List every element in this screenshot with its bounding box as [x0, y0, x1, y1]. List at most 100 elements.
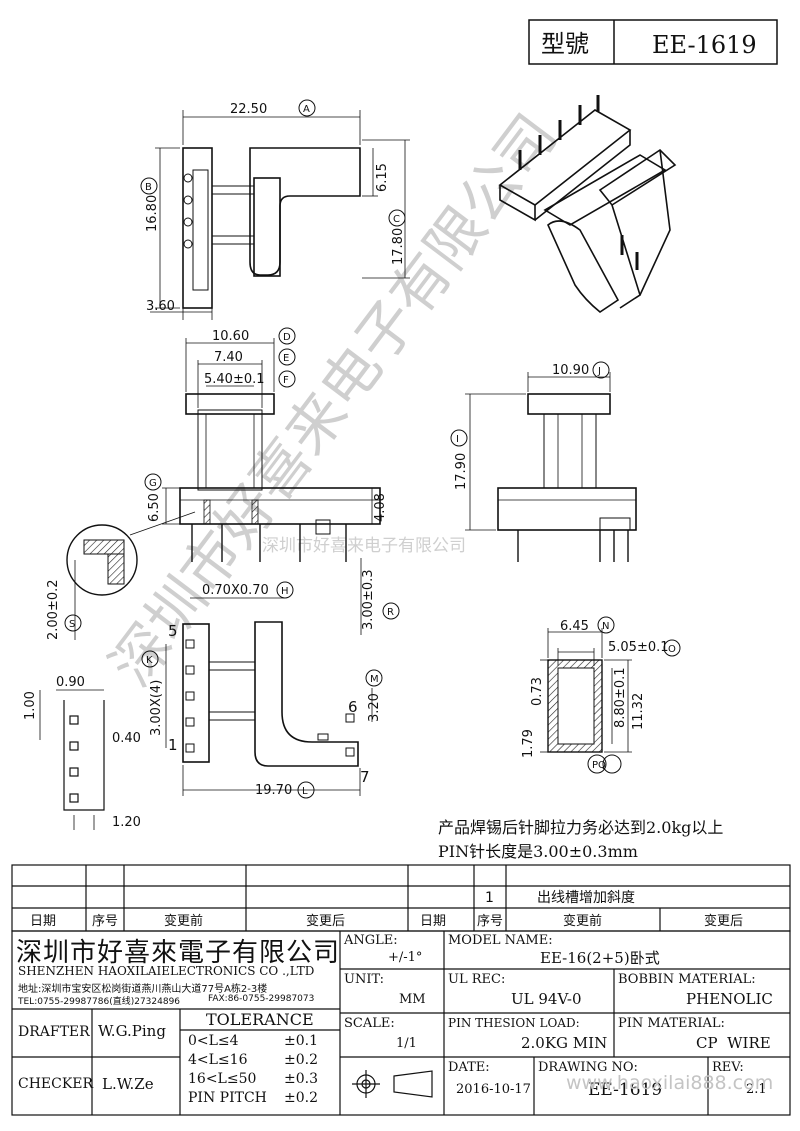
tag-r: R [387, 607, 394, 618]
rev-h-seq-2: 序号 [477, 914, 503, 929]
side-view-dims [465, 372, 611, 531]
company-name-en: SHENZHEN HAOXILAIELECTRONICS CO .,LTD [18, 964, 315, 978]
dim-6-50: 6.50 [147, 493, 162, 522]
ul-value: UL 94V-0 [511, 990, 582, 1008]
checker-value: L.W.Ze [102, 1075, 154, 1093]
unit-value: MM [399, 992, 426, 1007]
tag-k: K [146, 655, 153, 666]
dim-3-60: 3.60 [146, 299, 175, 314]
watermark-url: www.haoxilai888.com [566, 1072, 774, 1094]
tol-range-3: 16<L≤50 [188, 1071, 257, 1087]
front-view [179, 393, 381, 562]
rev-h-before: 变更前 [164, 913, 203, 929]
drafter-value: W.G.Ping [98, 1022, 166, 1040]
date-label: DATE: [448, 1060, 490, 1075]
revision-table [11, 864, 791, 932]
isometric-view [498, 95, 677, 313]
dim-pin-size: 0.70X0.70 [202, 583, 269, 598]
company-address: 地址:深圳市宝安区松岗街道燕川燕山大道77号A栋2-3楼 [18, 984, 268, 995]
tag-l: L [302, 786, 308, 797]
dim-3-00: 3.00±0.3 [361, 569, 376, 630]
section-view [540, 659, 603, 753]
dim-2-00: 2.00±0.2 [46, 579, 61, 640]
tol-value-2: ±0.2 [284, 1052, 318, 1068]
rev-number: 1 [485, 890, 494, 906]
top-view [182, 147, 361, 309]
tol-range-2: 4<L≤16 [188, 1052, 248, 1068]
tag-s: S [69, 619, 75, 630]
tag-pq: PQ [592, 760, 606, 771]
company-name-cn: 深圳市好喜來電子有限公司 [16, 938, 341, 968]
bobbin-label: BOBBIN MATERIAL: [618, 972, 756, 987]
tag-a: A [303, 104, 310, 115]
rev-h-seq: 序号 [92, 914, 118, 929]
note-line-2: PIN针长度是3.00±0.3mm [438, 842, 638, 861]
pin-material-label: PIN MATERIAL: [618, 1016, 725, 1031]
dim-19-70: 19.70 [255, 783, 292, 798]
rev-h-before-2: 变更前 [563, 913, 602, 929]
tag-d: D [283, 332, 291, 343]
dim-5-40: 5.40±0.1 [204, 372, 265, 387]
company-tel: TEL:0755-29987786(直线)27324896 [18, 997, 181, 1007]
tag-n: N [602, 621, 609, 632]
model-label: 型號 [541, 30, 589, 58]
projection-symbol [352, 1070, 433, 1098]
tag-o: O [668, 644, 676, 655]
drafter-label: DRAFTER [18, 1024, 90, 1040]
company-fax: FAX:86-0755-29987073 [208, 994, 315, 1004]
dim-16-80: 16.80 [145, 195, 160, 232]
front-view-dims [162, 338, 373, 635]
dim-0-90: 0.90 [56, 675, 85, 690]
checker-label: CHECKER [18, 1076, 94, 1092]
top-view-dims [150, 110, 410, 320]
detail-circle [66, 511, 196, 640]
dim-5-05: 5.05±0.1 [608, 640, 669, 655]
ul-label: UL REC: [448, 972, 506, 987]
rev-h-date: 日期 [30, 914, 56, 929]
tag-c: C [393, 214, 400, 225]
dim-17-80: 17.80 [391, 228, 406, 265]
dim-17-90: 17.90 [454, 453, 469, 490]
section-dims [547, 628, 632, 753]
tag-h: H [281, 586, 289, 597]
dim-1-00: 1.00 [23, 691, 38, 720]
tag-i: I [456, 434, 459, 445]
date-value: 2016-10-17 [456, 1082, 531, 1097]
watermark-center: 深圳市好喜来电子有限公司 [262, 536, 466, 556]
tolerance-label: TOLERANCE [206, 1010, 314, 1029]
angle-value: +/-1° [388, 950, 423, 965]
rev-label: REV: [712, 1060, 744, 1075]
tag-g: G [149, 478, 157, 489]
rev-description: 出线槽增加斜度 [537, 890, 635, 906]
dim-3-00x4: 3.00X(4) [149, 680, 164, 736]
pin-5: 5 [168, 622, 178, 640]
rev-h-date-2: 日期 [420, 914, 446, 929]
model-value: EE-1619 [652, 31, 757, 59]
bottom-view [182, 621, 359, 767]
pin-load-label: PIN THESION LOAD: [448, 1016, 580, 1030]
model-header: 型號 EE-1619 [528, 19, 778, 65]
dim-11-32: 11.32 [631, 693, 646, 730]
dim-6-15: 6.15 [375, 163, 390, 192]
watermark-diagonal: 深圳市好喜来电子有限公司 [97, 102, 570, 699]
dim-1-20: 1.20 [112, 815, 141, 830]
drawing-no-value: EE-1619 [588, 1080, 663, 1100]
pin-1: 1 [168, 736, 178, 754]
dim-22-50: 22.50 [230, 102, 267, 117]
scale-value: 1/1 [396, 1036, 417, 1051]
dim-4-08: 4.08 [373, 493, 388, 522]
unit-label: UNIT: [344, 972, 385, 987]
tol-value-1: ±0.1 [284, 1033, 318, 1049]
tag-j: J [597, 366, 601, 377]
dim-8-80: 8.80±0.1 [613, 667, 628, 728]
bottom-view-dims [165, 644, 373, 796]
rev-h-after-2: 变更后 [704, 913, 743, 929]
angle-label: ANGLE: [344, 933, 398, 948]
tol-value-4: ±0.2 [284, 1090, 318, 1106]
dim-1-79: 1.79 [521, 729, 536, 758]
dim-0-40: 0.40 [112, 731, 141, 746]
model-name-label: MODEL NAME: [448, 933, 553, 948]
dim-3-20: 3.20 [367, 693, 382, 722]
tag-b: B [145, 182, 152, 193]
rev-value: 2.1 [746, 1082, 767, 1097]
